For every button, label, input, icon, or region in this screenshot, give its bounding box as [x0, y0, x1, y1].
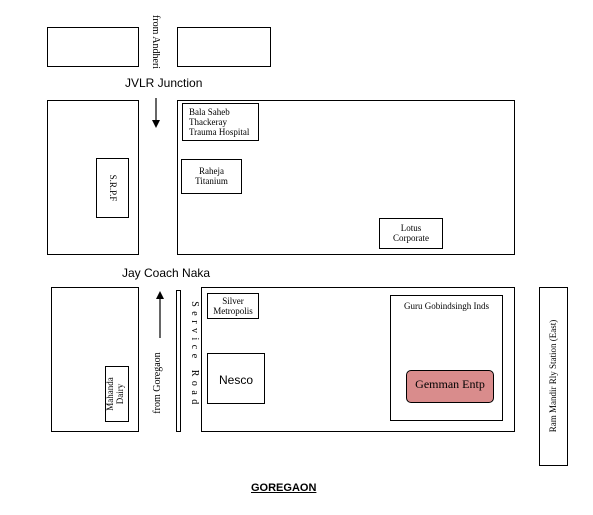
ram-mandir-label: Ram Mandir Rly Station (East)	[548, 319, 558, 433]
bala-saheb-line1: Bala Saheb	[189, 107, 230, 117]
srpf-label: S.R.P.F	[108, 174, 118, 202]
service-road-divider	[176, 290, 181, 432]
jvlr-junction-label: JVLR Junction	[125, 76, 203, 90]
silver-metropolis: Silver Metropolis	[207, 293, 259, 319]
raheja-titanium: Raheja Titanium	[181, 159, 242, 194]
area-title: GOREGAON	[251, 482, 317, 494]
block-top-left	[47, 27, 139, 67]
silver-line1: Silver	[222, 296, 244, 306]
gemman-entp	[406, 370, 494, 403]
from-andheri-label: from Andheri	[150, 14, 161, 70]
southbound-arrow-icon	[152, 98, 160, 128]
raheja-line2: Titanium	[195, 176, 228, 186]
nesco-label: Nesco	[218, 373, 253, 387]
northbound-arrow-icon	[156, 291, 164, 338]
ram-mandir-station	[539, 287, 568, 466]
srpf-building	[96, 158, 129, 218]
bala-saheb-line2: Thackeray	[189, 117, 227, 127]
guru-label: Guru Gobindsingh Inds	[404, 301, 489, 311]
from-goregaon-label: from Goregaon	[152, 352, 163, 414]
mahanda-line1: Mahanda	[105, 377, 115, 411]
jay-coach-naka-label: Jay Coach Naka	[122, 266, 211, 280]
bala-saheb-line3: Trauma Hospital	[189, 127, 250, 137]
bala-saheb-hospital: Bala Saheb Thackeray Trauma Hospital	[182, 103, 259, 141]
silver-line2: Metropolis	[213, 306, 253, 316]
lotus-line1: Lotus	[400, 223, 422, 233]
gemman-label: Gemman Entp	[415, 377, 485, 391]
service-road-label: Service Road	[189, 301, 200, 409]
nesco	[207, 353, 265, 404]
lotus-line2: Corporate	[393, 233, 429, 243]
mahanda-line2: Dairy	[115, 383, 125, 405]
block-top-right	[177, 27, 271, 67]
mahanda-dairy	[105, 366, 129, 422]
raheja-line1: Raheja	[199, 166, 224, 176]
mahanda-dairy-label: Mahanda Dairy	[105, 364, 129, 424]
lotus-corporate: Lotus Corporate	[379, 218, 443, 249]
